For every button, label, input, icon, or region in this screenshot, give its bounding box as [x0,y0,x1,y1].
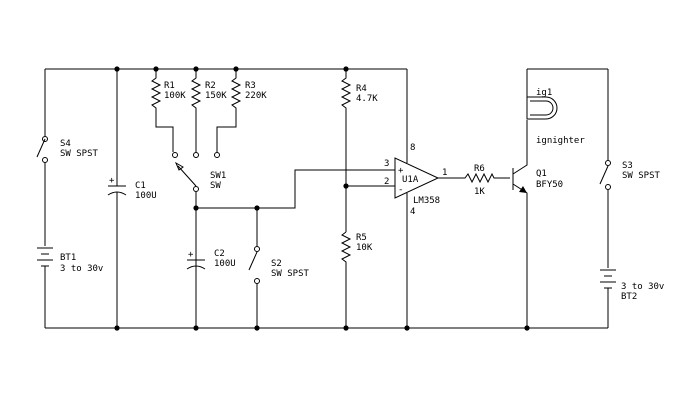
bt2-ref: BT2 [621,292,637,302]
r1-ref: R1 [164,81,175,91]
battery-bt2 [600,269,616,328]
sw1-value: SW [210,181,221,191]
c2-value: 100U [214,259,236,269]
sw1-ref: SW1 [210,171,226,181]
pin-8-label: 8 [410,143,415,153]
battery-bt1 [37,247,53,328]
s2-ref: S2 [271,259,282,269]
s4-ref: S4 [60,139,71,149]
r3-value: 220K [245,91,267,101]
resistor-r5 [340,185,395,328]
u1a-value: LM358 [413,196,440,206]
capacitor-c1 [107,69,127,328]
r3-ref: R3 [245,81,256,91]
q1-value: BFY50 [536,180,563,190]
q1-ref: Q1 [536,169,547,179]
r4-ref: R4 [356,84,367,94]
switch-s3 [599,69,611,268]
switch-sw1 [174,161,199,328]
r6-ref: R6 [474,164,485,174]
pin-3-label: 3 [384,159,389,169]
bt2-value: 3 to 30v [621,282,664,292]
s4-value: SW SPST [60,149,99,159]
bt1-value: 3 to 30v [60,264,103,274]
r4-value: 4.7K [356,94,378,104]
resistor-r4 [340,69,352,232]
resistor-r1 [150,69,178,158]
opamp-plus: + [398,166,404,176]
c1-value: 100U [135,191,157,201]
pin-2-label: 2 [384,177,389,187]
opamp-minus: - [398,185,403,195]
ig1-value: ignighter [536,136,585,146]
capacitor-c2 [186,259,206,270]
s3-ref: S3 [622,161,633,171]
r6-value: 1K [474,187,485,197]
r2-value: 150K [205,91,227,101]
resistor-r6 [438,172,510,184]
c1-ref: C1 [135,181,146,191]
s3-value: SW SPST [622,171,661,181]
r5-ref: R5 [356,233,367,243]
u1a-ref: U1A [402,175,419,185]
r5-value: 10K [356,243,373,253]
resistor-r2 [190,69,202,158]
igniter-ig1 [526,69,558,120]
resistor-r3 [214,69,242,158]
s2-value: SW SPST [271,269,310,279]
c2-plus: + [188,250,194,260]
ig1-ref: ig1 [536,88,552,98]
r1-value: 100K [164,91,186,101]
junction-dots [114,66,530,331]
timing-node-wire [196,169,395,246]
pin-1-label: 1 [442,168,447,178]
pin-4-label: 4 [410,207,415,217]
switch-s4 [36,69,48,246]
opamp-u1a [394,69,440,328]
switch-s2 [248,246,260,328]
r2-ref: R2 [205,81,216,91]
transistor-q1 [512,120,528,328]
bt1-ref: BT1 [60,253,76,263]
c2-ref: C2 [214,249,225,259]
rails [45,68,608,329]
c1-plus: + [109,176,115,186]
